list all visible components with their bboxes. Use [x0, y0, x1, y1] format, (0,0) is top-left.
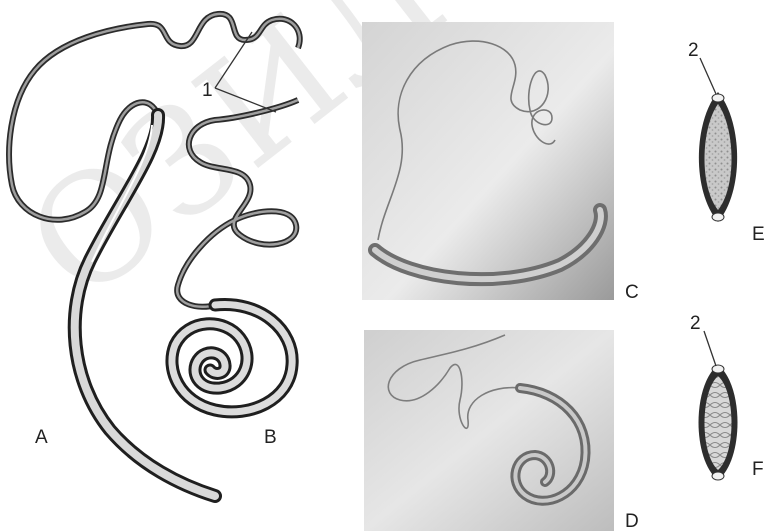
callout-2-label-e: 2	[688, 40, 699, 61]
panel-label-e: E	[752, 224, 765, 245]
panel-label-b: B	[264, 427, 277, 448]
photo-d	[364, 330, 614, 531]
callout-2-label-f: 2	[690, 313, 701, 334]
callout-1-label: 1	[202, 80, 213, 101]
photo-c	[362, 22, 614, 300]
panel-label-a: A	[35, 427, 48, 448]
egg-e	[699, 92, 737, 222]
callout-2-leader-e	[700, 58, 716, 94]
panel-label-c: C	[625, 282, 639, 303]
egg-f	[699, 365, 738, 480]
panel-label-f: F	[752, 459, 764, 480]
callout-2-leader-f	[704, 331, 716, 366]
panel-label-d: D	[625, 511, 639, 531]
